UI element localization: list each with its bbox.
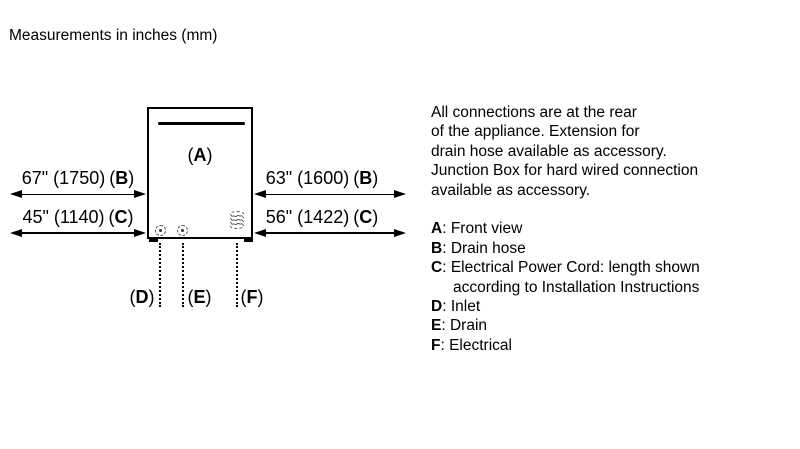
legend-text: Drain hose (450, 239, 526, 257)
paren: ( (108, 207, 115, 227)
legend-row-c: C: Electrical Power Cord: length shown (431, 258, 700, 277)
power-cord-coil-icon (230, 211, 244, 229)
legend-key: B (431, 239, 443, 257)
legend-key: E (431, 317, 442, 335)
legend-row-a: A: Front view (431, 219, 700, 238)
legend-key: F (431, 336, 441, 354)
dimension-label-left-power-cord: 45" (1140)(C) (10, 207, 146, 227)
connection-label-electrical: (F) (237, 287, 267, 307)
info-paragraph-line: available as accessory. (431, 181, 591, 199)
paren: ( (187, 145, 194, 165)
dimension-label-right-drain-hose: 63" (1600)(B) (252, 168, 392, 188)
info-block: All connections are at the rear of the a… (431, 103, 700, 355)
dimension-ref: (C) (109, 207, 134, 227)
legend-row-b: B: Drain hose (431, 239, 700, 258)
arrow-line (260, 232, 400, 234)
arrowhead-right-icon (394, 190, 406, 198)
info-paragraph-line: drain hose available as accessory. (431, 142, 667, 160)
appliance-outline (147, 107, 253, 239)
arrow-line (16, 232, 140, 234)
paren: ( (240, 287, 247, 307)
ref-letter: B (359, 168, 373, 188)
paren: ( (353, 168, 360, 188)
arrow-line (260, 193, 400, 196)
legend-text: Front view (450, 220, 523, 238)
connection-label-drain: (E) (185, 287, 215, 307)
arrowhead-right-icon (394, 228, 406, 237)
arrowhead-right-icon (134, 190, 146, 198)
ref-letter: C (114, 207, 128, 227)
legend-text: Drain (449, 317, 488, 335)
legend-separator: : (442, 298, 451, 316)
legend-row-f: F: Electrical (431, 336, 700, 355)
legend-separator: : (441, 317, 450, 335)
legend-row-c-continuation: according to Installation Instructions (453, 278, 700, 296)
connection-label-inlet: (D) (127, 287, 157, 307)
front-view-letter: A (193, 145, 207, 165)
front-view-label: (A) (147, 145, 253, 165)
appliance-handle (158, 121, 245, 125)
legend-separator: : (442, 220, 451, 238)
legend-text: Electrical (449, 336, 512, 354)
dimension-value: 67" (1750) (21, 168, 106, 188)
dimension-arrow-right-b (254, 190, 406, 199)
paren: ) (148, 287, 155, 307)
ref-letter: C (359, 207, 373, 227)
page-title: Measurements in inches (mm) (9, 27, 218, 44)
paren: ( (353, 207, 360, 227)
legend-text: Electrical Power Cord: length shown (450, 259, 700, 277)
paren: ) (127, 207, 134, 227)
legend-separator: : (442, 239, 451, 257)
leader-line-drain (181, 243, 184, 307)
dimension-label-left-drain-hose: 67" (1750)(B) (10, 168, 146, 188)
legend-text: Inlet (450, 298, 481, 316)
legend-separator: : (442, 259, 451, 277)
paren: ( (187, 287, 194, 307)
paren: ( (129, 287, 136, 307)
dimension-ref: (B) (353, 168, 378, 188)
legend-key: C (431, 259, 443, 277)
drain-port-icon (177, 225, 188, 236)
dimension-label-right-power-cord: 56" (1422)(C) (252, 207, 392, 227)
legend-row-d: D: Inlet (431, 297, 700, 316)
dimension-ref: (B) (109, 168, 134, 188)
info-paragraph-line: Junction Box for hard wired connection (431, 162, 699, 180)
leader-line-inlet (159, 243, 161, 307)
appliance-foot-right (244, 238, 253, 242)
paren: ) (257, 287, 264, 307)
legend-separator: : (440, 336, 450, 354)
electrical-letter: F (246, 287, 258, 307)
legend-row-e: E: Drain (431, 316, 700, 335)
leader-line-electrical (235, 243, 238, 307)
dimension-value: 56" (1422) (265, 207, 350, 227)
legend-key: A (431, 220, 443, 238)
drain-letter: E (193, 287, 206, 307)
ref-letter: B (115, 168, 129, 188)
paren: ( (109, 168, 116, 188)
arrow-line (16, 193, 140, 196)
appliance-foot-left (149, 238, 158, 242)
inlet-letter: D (135, 287, 149, 307)
dimension-arrow-left-c (10, 228, 146, 238)
dimension-value: 63" (1600) (265, 168, 350, 188)
paren: ) (372, 207, 379, 227)
dimension-arrow-right-c (254, 228, 406, 238)
info-paragraph-line: of the appliance. Extension for (431, 123, 640, 141)
dimension-arrow-left-b (10, 190, 146, 199)
paren: ) (372, 168, 379, 188)
paren: ) (205, 287, 212, 307)
dimension-value: 45" (1140) (22, 207, 105, 227)
inlet-port-icon (154, 225, 166, 236)
legend-key: D (431, 298, 443, 316)
paragraph-gap (431, 200, 700, 219)
paren: ) (206, 145, 213, 165)
arrowhead-right-icon (134, 228, 146, 237)
info-paragraph-line: All connections are at the rear (431, 104, 637, 121)
dimension-ref: (C) (353, 207, 378, 227)
paren: ) (128, 168, 135, 188)
